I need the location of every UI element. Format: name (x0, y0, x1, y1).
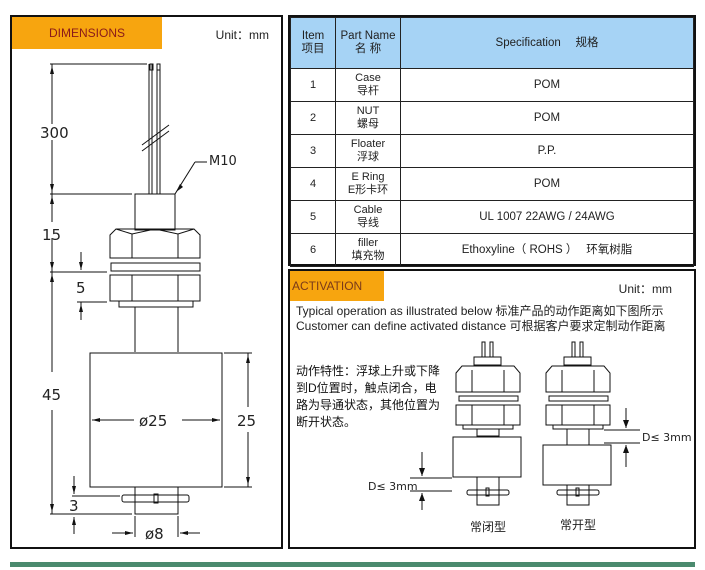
dimension-drawing: 300 M10 15 5 45 ø25 25 3 ø8 (40, 63, 256, 543)
washer (110, 262, 201, 272)
d-label-normally-closed: D≤ 3mm (368, 480, 418, 493)
activation-title: ACTIVATION (290, 271, 384, 301)
label-3: 3 (69, 497, 79, 515)
upper-nut (109, 228, 201, 259)
row-item: 2 (290, 101, 336, 135)
header-item: Item 项目 (290, 17, 336, 69)
label-float-height: 25 (237, 412, 256, 430)
label-float-diameter: ø25 (139, 412, 167, 430)
header-part-name: Part Name 名 称 (335, 17, 401, 69)
row-item: 5 (290, 200, 336, 234)
part-cn: 填充物 (351, 250, 385, 262)
label-15: 15 (42, 226, 61, 244)
part-cn: 浮球 (357, 151, 379, 163)
part-en: Floater (350, 138, 386, 150)
row-spec: UL 1007 22AWG / 24AWG (400, 200, 694, 234)
activation-line-2: Customer can define activated distance 可… (296, 319, 666, 333)
activation-description: Typical operation as illustrated below 标… (296, 304, 665, 334)
label-5: 5 (76, 279, 86, 297)
row-spec: POM (400, 101, 694, 135)
d-label-normally-open: D≤ 3mm (642, 431, 692, 444)
bottom-divider-bar (10, 562, 695, 567)
label-300: 300 (40, 124, 69, 142)
lower-nut (109, 274, 201, 302)
part-en: filler (357, 237, 379, 249)
dimension-arrows (50, 66, 250, 535)
activation-panel: ACTIVATION Unit：mm Typical operation as … (288, 269, 696, 549)
part-en: Cable (353, 204, 383, 216)
row-spec: Ethoxyline（ ROHS ） 环氧树脂 (400, 233, 694, 267)
part-en: E Ring (351, 171, 385, 183)
label-stem-diameter: ø8 (145, 525, 164, 543)
row-item: 4 (290, 167, 336, 201)
table-header-row: Item 项目 Part Name 名 称 Specification 规格 (290, 17, 694, 69)
header-specification: Specification 规格 (400, 17, 694, 69)
row-item: 1 (290, 68, 336, 102)
header-item-en: Item (301, 30, 325, 42)
part-en: NUT (356, 105, 380, 117)
stem-top (134, 193, 176, 231)
label-45: 45 (42, 386, 61, 404)
part-cn: 导杆 (357, 85, 379, 97)
dimensions-unit: Unit：mm (215, 28, 269, 42)
row-item: 3 (290, 134, 336, 168)
specification-table: Item 项目 Part Name 名 称 Specification 规格 1… (290, 17, 694, 267)
row-spec: P.P. (400, 134, 694, 168)
caption-normally-open: 常开型 (560, 518, 596, 532)
part-cn: E形卡环 (347, 184, 389, 196)
label-m10: M10 (209, 154, 237, 169)
header-part-en: Part Name (340, 30, 396, 42)
activation-line-1: Typical operation as illustrated below 标… (296, 304, 664, 318)
e-ring (121, 494, 190, 503)
row-item: 6 (290, 233, 336, 267)
row-spec: POM (400, 167, 694, 201)
part-cn: 螺母 (357, 118, 379, 130)
dimensions-panel: DIMENSIONS Unit：mm (10, 15, 283, 549)
dimensions-title: DIMENSIONS (12, 17, 162, 49)
part-en: Case (355, 72, 381, 84)
specification-panel: Item 项目 Part Name 名 称 Specification 规格 1… (288, 15, 696, 267)
caption-normally-closed: 常闭型 (470, 520, 506, 534)
row-spec: POM (400, 68, 694, 102)
cable-wires (141, 63, 170, 194)
activation-drawing: D≤ 3mm D≤ 3mm 常闭型 常开型 (368, 341, 692, 534)
activation-unit: Unit：mm (618, 282, 672, 296)
switch-normally-closed (410, 341, 522, 510)
header-item-cn: 项目 (301, 43, 325, 55)
switch-normally-open (542, 341, 640, 506)
activation-note: 动作特性：浮球上升或下降到D位置时，触点闭合，电路为导通状态，其他位置为断开状态… (296, 364, 441, 429)
activation-arrows (419, 420, 629, 501)
header-part-cn: 名 称 (354, 43, 382, 55)
part-cn: 导线 (357, 217, 379, 229)
